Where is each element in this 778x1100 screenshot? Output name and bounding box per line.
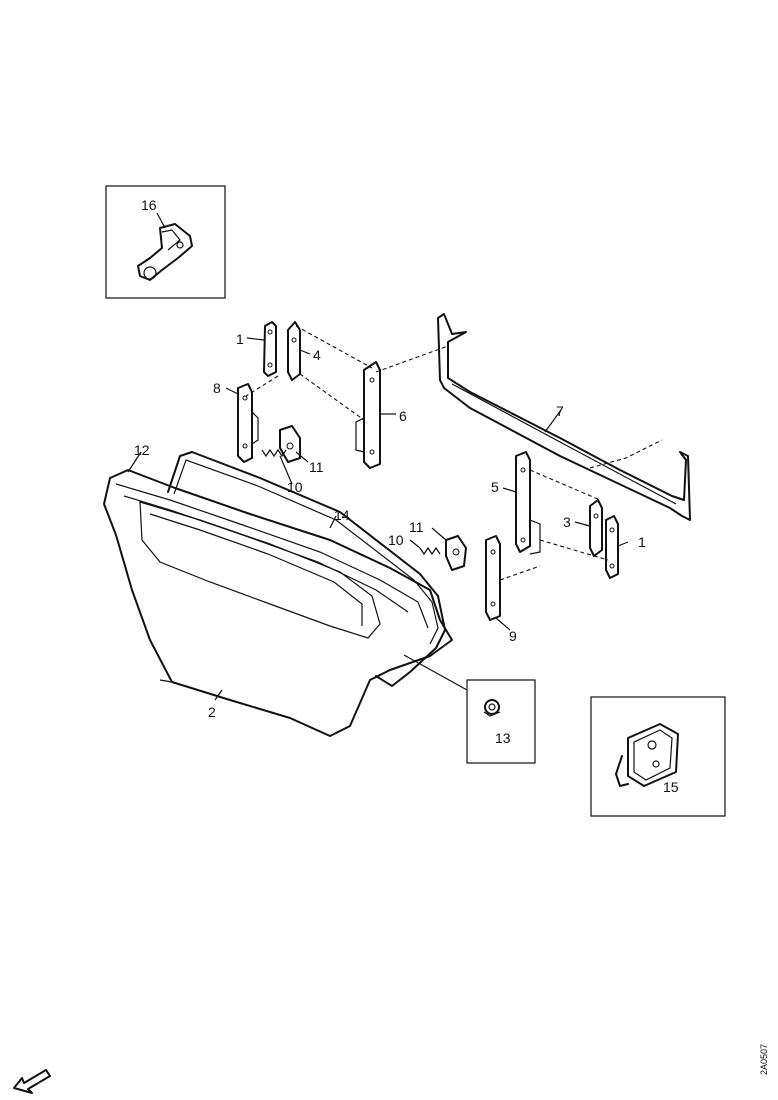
inset-15: 15 xyxy=(590,696,726,817)
lock-part-15 xyxy=(615,723,679,787)
callout-8: 8 xyxy=(213,380,221,396)
front-direction-arrow-icon xyxy=(13,1069,51,1094)
callout-9: 9 xyxy=(509,628,517,644)
callout-12: 12 xyxy=(134,442,150,458)
hinge-right-assembly xyxy=(419,451,619,621)
inset-13: 13 xyxy=(403,654,536,764)
callout-10-mid: 10 xyxy=(388,532,404,548)
callout-labels: 1 4 8 6 7 11 10 12 14 5 3 1 9 11 10 2 xyxy=(134,331,646,720)
callout-7: 7 xyxy=(556,403,564,419)
tailgate-panel xyxy=(103,469,453,737)
clip-part-13 xyxy=(483,699,501,717)
callout-16: 16 xyxy=(141,197,157,213)
callout-10-top: 10 xyxy=(287,479,303,495)
reference-code: 2A0507 xyxy=(759,1044,769,1075)
tailgate-seal xyxy=(167,451,446,687)
leader-lines xyxy=(127,337,629,701)
callout-2: 2 xyxy=(208,704,216,720)
inset-16: 16 xyxy=(105,185,226,299)
callout-3: 3 xyxy=(563,514,571,530)
hinge-left-assembly xyxy=(237,321,449,469)
callout-4: 4 xyxy=(313,347,321,363)
callout-14: 14 xyxy=(334,507,350,523)
callout-6: 6 xyxy=(399,408,407,424)
callout-11-mid: 11 xyxy=(409,519,424,535)
callout-1-top: 1 xyxy=(236,331,244,347)
lock-part-16 xyxy=(137,223,193,281)
inner-frame xyxy=(437,313,691,521)
callout-15: 15 xyxy=(663,779,679,795)
callout-11-top: 11 xyxy=(309,459,324,475)
callout-13: 13 xyxy=(495,730,511,746)
callout-1-right: 1 xyxy=(638,534,646,550)
callout-5: 5 xyxy=(491,479,499,495)
